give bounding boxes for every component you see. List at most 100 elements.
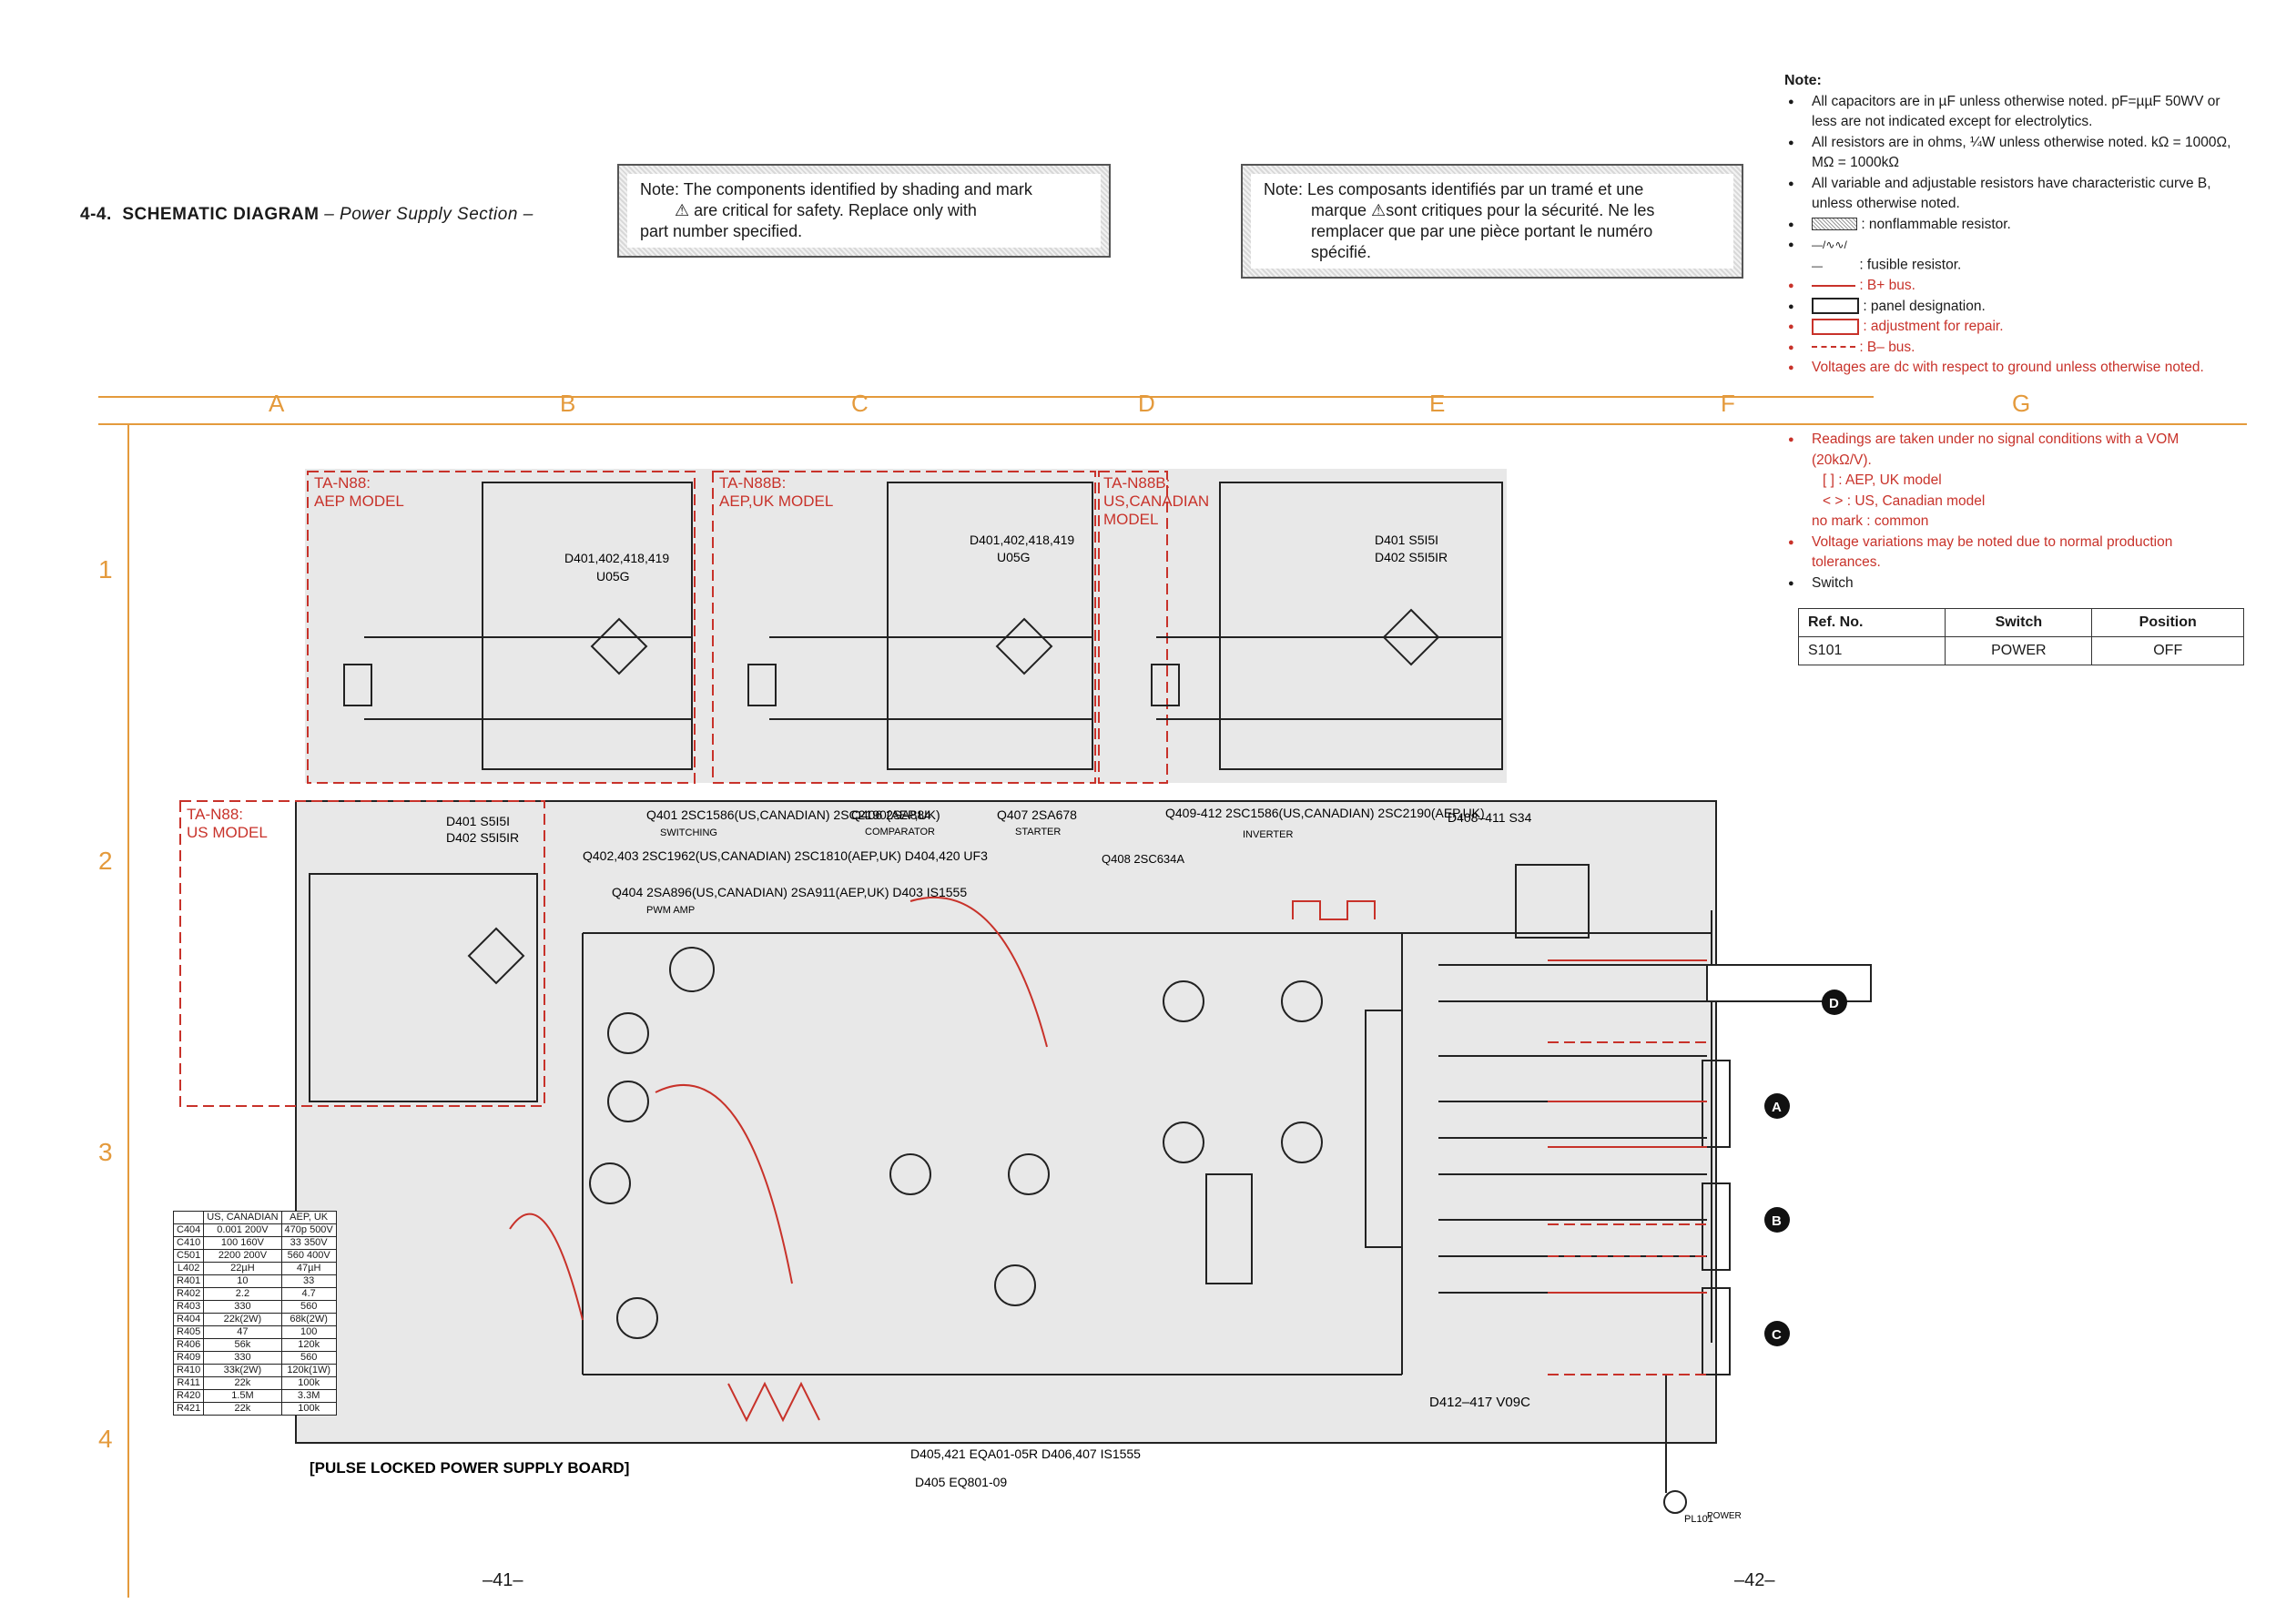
aepuk-model-label: TA-N88B: [719,474,786,492]
q407-label: Q407 2SA678 [997,807,1077,822]
legend-text: : adjustment for repair. [1863,319,2004,334]
switch-th-switch: Switch [1945,608,2093,637]
page-number-right: –42– [1734,1570,1775,1590]
grid-row-2: 2 [98,847,113,875]
ctab-us: 22k(2W) [203,1313,282,1326]
ctab-aep: 47µH [280,1262,337,1275]
ctab-ref: R401 [172,1274,205,1288]
warning-icon-fr: ⚠ [1371,201,1387,219]
adjust-box-symbol [1812,318,1859,335]
q404-label: Q404 2SA896(US,CANADIAN) 2SA911(AEP,UK) … [612,885,967,899]
uscan-d2-label: D402 S5I5IR [1375,550,1448,564]
ctab-us: 56k [203,1338,282,1352]
ctab-aep: 470p 500V [280,1223,337,1237]
ctab-ref: R421 [172,1402,205,1416]
ctab-us: 22k [203,1402,282,1416]
uscan-d1-label: D401 S5I5I [1375,533,1438,547]
ctab-us: 10 [203,1274,282,1288]
us-d2-label: D402 S5I5IR [446,830,519,845]
note-item: All capacitors are in µF unless otherwis… [1784,92,2240,133]
ctab-us: 330 [203,1300,282,1314]
d412-label: D412–417 V09C [1429,1395,1530,1410]
aep-part-label: U05G [596,569,630,584]
legend-bminus: : B– bus. [1784,338,2240,359]
note-fr-line2: marque [1311,201,1367,219]
ctab-aep: 560 [280,1351,337,1365]
q408-label: Q408 2SC634A [1102,852,1184,866]
ctab-us: 2200 200V [203,1249,282,1263]
note-fr-line3: remplacer que par une pièce portant le n… [1311,222,1653,240]
note-en-line2: are critical for safety. Replace only wi… [694,201,977,219]
q402-label: Q402,403 2SC1962(US,CANADIAN) 2SC1810(AE… [583,848,988,863]
note-readings-text: Readings are taken under no signal condi… [1812,431,2179,468]
output-d: D [1822,990,1847,1015]
ctab-us: 2.2 [203,1287,282,1301]
ctab-us: 33k(2W) [203,1364,282,1377]
note-en-line1: Note: The components identified by shadi… [640,180,1032,198]
note-fr-line1: Note: Les composants identifiés par un t… [1264,180,1644,198]
grid-left-line [127,423,129,1598]
note-fr-line2b: sont critiques pour la sécurité. Ne les [1386,201,1655,219]
aep-model-label: TA-N88: [314,474,371,492]
notes-panel-2: ●Readings are taken under no signal cond… [1784,430,2240,594]
fusible-resistor-symbol: —/∿∿/— [1812,239,1847,272]
ctab-us: 1.5M [203,1389,282,1403]
note-switch-text: Switch [1812,574,1854,591]
grid-top-line [98,396,1874,398]
legend-panel: : panel designation. [1784,297,2240,318]
output-c: C [1764,1321,1790,1346]
ctab-us: 0.001 200V [203,1223,282,1237]
aepuk-model-box [712,471,1096,784]
top-shaded-area [305,469,1507,783]
comparator-label: COMPARATOR [865,827,935,837]
q409-label: Q409-412 2SC1586(US,CANADIAN) 2SC2190(AE… [1165,806,1485,820]
switch-name: POWER [1945,636,2093,665]
note-item: All resistors are in ohms, ¼W unless oth… [1784,133,2240,174]
pwm-label: PWM AMP [646,905,695,916]
top-block-wires [309,482,1503,1102]
ctab-us: 47 [203,1325,282,1339]
grid-col-c: C [851,390,869,417]
uscan-model-label-3: MODEL [1103,511,1158,528]
ctab-aep: 33 350V [280,1236,337,1250]
uscan-model-label: TA-N88B: [1103,474,1170,492]
safety-note-fr: Note: Les composants identifiés par un t… [1241,164,1743,279]
bus-lines [509,896,1707,1423]
d405b-label: D405 EQ801-09 [915,1475,1007,1489]
ctab-us: 22µH [203,1262,282,1275]
note-item-text: : fusible resistor. [1859,257,1962,273]
note-aep: [ ] : AEP, UK model [1823,472,1942,488]
grid-col-a: A [269,390,285,417]
ctab-ref: R410 [172,1364,205,1377]
ctab-aep: 33 [280,1274,337,1288]
ctab-aep: 120k(1W) [280,1364,337,1377]
ctab-ref: R404 [172,1313,205,1326]
ctab-us: 330 [203,1351,282,1365]
output-a: A [1764,1093,1790,1119]
note-switch: ●Switch [1788,574,1854,591]
q401-label: Q401 2SC1586(US,CANADIAN) 2SC2190(AEP,UK… [646,807,940,822]
note-readings: ●Readings are taken under no signal cond… [1788,431,2179,468]
ctab-ref: R406 [172,1338,205,1352]
output-c-label: C [1772,1327,1782,1343]
title-text: SCHEMATIC DIAGRAM [122,205,320,224]
note-item-text: : nonflammable resistor. [1861,216,2011,232]
main-board-border [295,800,1717,1444]
ctab-aep: 100 [280,1325,337,1339]
output-a-label: A [1772,1100,1782,1115]
note-common: no mark : common [1812,513,1929,529]
output-b-label: B [1772,1213,1782,1229]
uscan-model-label-2: US,CANADIAN [1103,492,1209,510]
switch-th-position: Position [2091,608,2244,637]
pl101-label: PL101 [1684,1514,1713,1525]
legend-text: : panel designation. [1863,298,1986,314]
switch-position: OFF [2091,636,2244,665]
grid-row-1: 1 [98,555,113,584]
grid-top-line-2 [98,423,2247,425]
main-board-wires [582,864,1872,1514]
output-d-label: D [1829,996,1839,1011]
note-variations-text: Voltage variations may be noted due to n… [1812,533,2173,571]
switching-label: SWITCHING [660,827,717,838]
grid-col-b: B [560,390,576,417]
inverter-label: INVERTER [1243,829,1293,840]
